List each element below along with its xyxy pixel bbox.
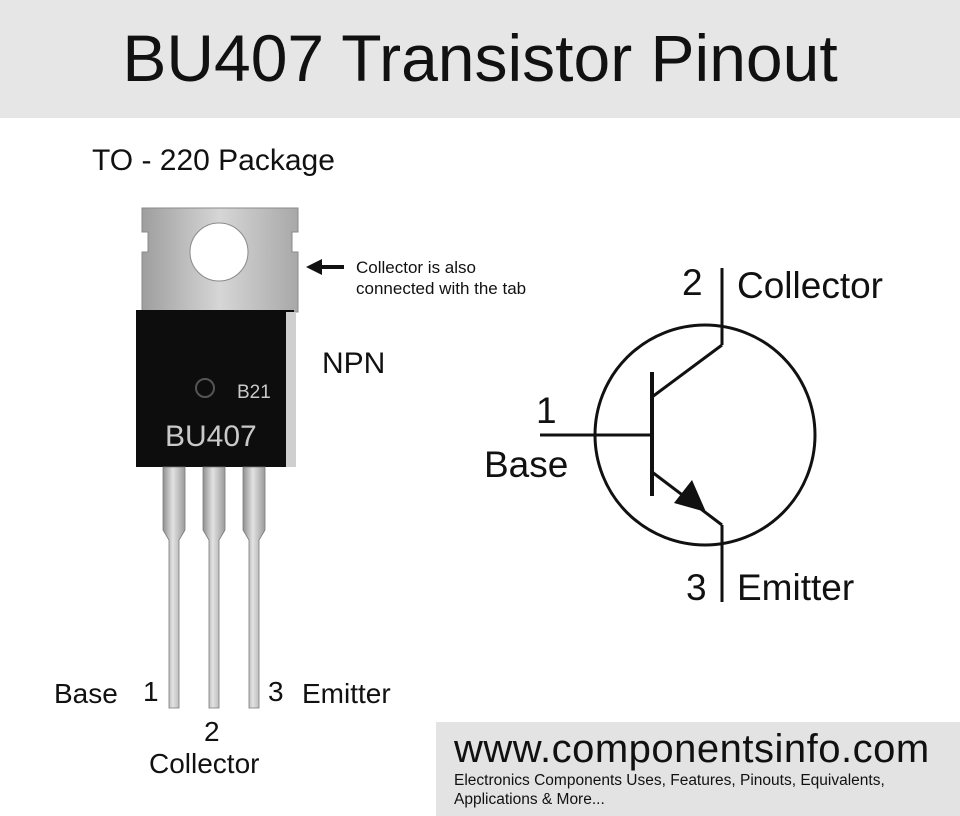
symbol-collector-name: Collector (737, 265, 883, 306)
page-title: BU407 Transistor Pinout (122, 21, 838, 95)
symbol-emitter-name: Emitter (737, 567, 855, 608)
pkg-pin3-name: Emitter (302, 678, 391, 709)
symbol-base-number: 1 (536, 390, 557, 431)
symbol-collector-number: 2 (682, 262, 703, 303)
tab-note-line2: connected with the tab (356, 279, 527, 298)
pkg-pin3-number: 3 (268, 676, 284, 707)
pkg-pin1-number: 1 (143, 676, 159, 707)
pkg-pin2-name: Collector (149, 748, 260, 779)
manufacturer-logo-icon (195, 378, 215, 398)
type-label: NPN (322, 347, 386, 380)
symbol-base-name: Base (484, 444, 569, 485)
chip-code: B21 (237, 382, 271, 403)
transistor-body (136, 310, 294, 467)
chip-part-marking: BU407 (165, 420, 257, 453)
website-link[interactable]: www.componentsinfo.com (454, 727, 930, 771)
collector-diagonal (651, 343, 723, 399)
tab-note-line1: Collector is also (356, 258, 476, 277)
npn-symbol (540, 268, 817, 602)
symbol-emitter-number: 3 (686, 567, 707, 608)
mounting-hole (189, 222, 249, 282)
lead-1 (162, 466, 186, 709)
lead-3 (242, 466, 266, 709)
pkg-pin1-name: Base (54, 678, 118, 709)
tab-note-arrow (306, 259, 344, 275)
lead-2 (202, 466, 226, 709)
footer-box (436, 722, 960, 816)
package-label: TO - 220 Package (92, 144, 335, 177)
header-bar (0, 0, 960, 118)
pkg-pin2-number: 2 (204, 716, 220, 747)
body-side-edge (286, 312, 296, 467)
emitter-arrow-icon (674, 480, 706, 512)
package-leads (162, 466, 266, 709)
tab-note: Collector is also connected with the tab (356, 257, 616, 299)
footer-tagline: Electronics Components Uses, Features, P… (454, 772, 885, 808)
